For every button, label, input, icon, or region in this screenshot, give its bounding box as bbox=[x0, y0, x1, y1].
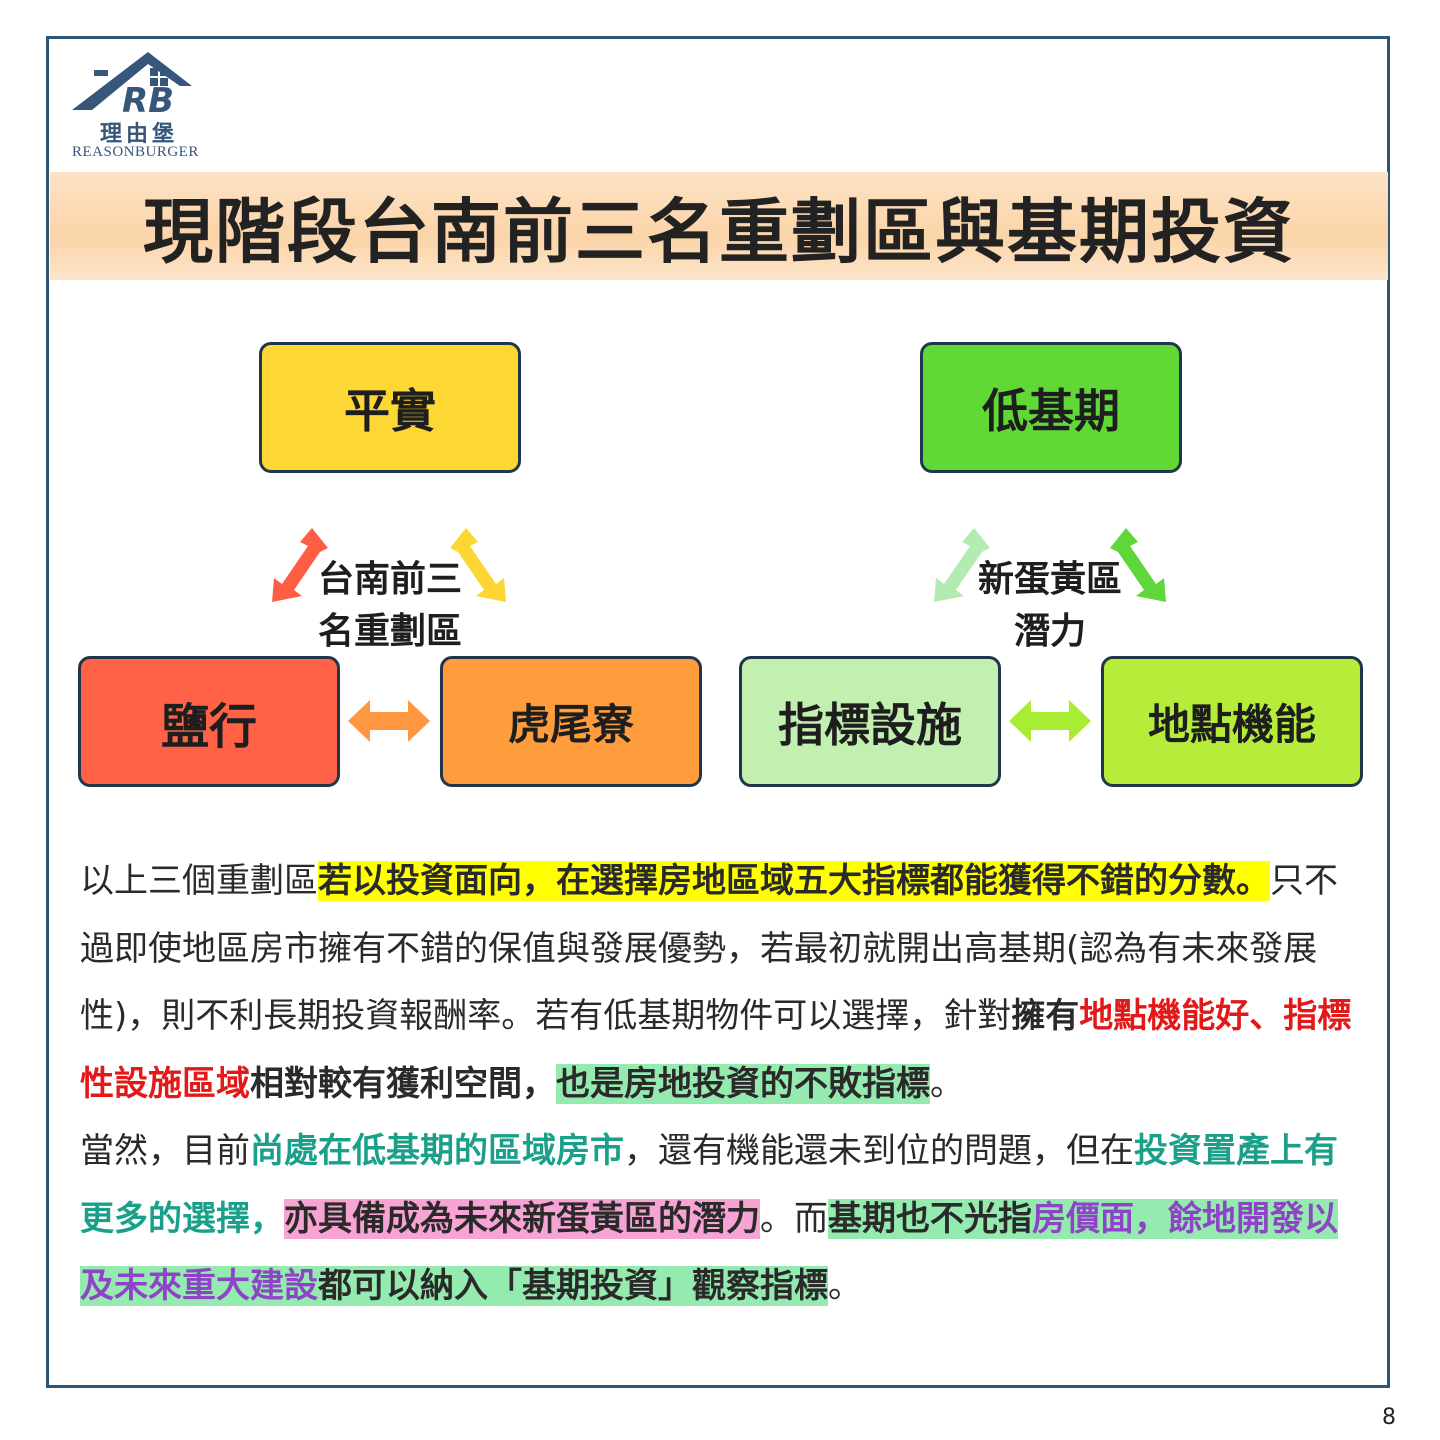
p1-end: 。 bbox=[930, 1063, 964, 1104]
p1-bold: 擁有 bbox=[1011, 996, 1080, 1036]
logo-letters: RB bbox=[122, 81, 174, 120]
arrow-orange-double-icon bbox=[348, 700, 430, 742]
p2-highlight-green-2: 都可以納入「基期投資」觀察指標 bbox=[318, 1266, 828, 1306]
hub-label-right: 新蛋黃區 潛力 bbox=[930, 554, 1170, 658]
hub-left-line2: 名重劃區 bbox=[317, 611, 462, 652]
node-facility: 指標設施 bbox=[739, 656, 1001, 787]
p2-end: 。 bbox=[828, 1266, 862, 1306]
arrow-green-double-icon bbox=[1110, 528, 1166, 602]
arrow-lime-double-icon bbox=[1009, 700, 1091, 742]
p1-highlight-yellow: 若以投資面向，在選擇房地區域五大指標都能獲得不錯的分數。 bbox=[318, 861, 1270, 901]
brand-name-en: REASONBURGER bbox=[72, 144, 199, 160]
arrow-lightgreen-double-icon bbox=[934, 528, 990, 602]
p2-intro: 當然，目前 bbox=[80, 1131, 250, 1171]
p2-body: ，還有機能還未到位的問題，但在 bbox=[624, 1131, 1134, 1171]
hub-left-line1: 台南前三 bbox=[317, 559, 462, 600]
node-location: 地點機能 bbox=[1101, 656, 1363, 787]
node-pingshi: 平實 bbox=[259, 342, 521, 473]
page-title: 現階段台南前三名重劃區與基期投資 bbox=[143, 190, 1295, 273]
node-huweiliao: 虎尾寮 bbox=[440, 656, 702, 787]
hub-right-line1: 新蛋黃區 bbox=[977, 559, 1122, 600]
hub-label-left: 台南前三 名重劃區 bbox=[270, 554, 510, 658]
arrow-red-double-icon bbox=[272, 528, 328, 602]
page-frame bbox=[46, 36, 1390, 1388]
hub-right-line2: 潛力 bbox=[1013, 611, 1086, 652]
p1-red: 地點機能好、指標性設施區域 bbox=[80, 996, 1352, 1104]
brand-name-cn: 理由堡 bbox=[100, 121, 179, 147]
body-paragraphs: 以上三個重劃區若以投資面向，在選擇房地區域五大指標都能獲得不錯的分數。只不過即使… bbox=[80, 848, 1370, 1321]
node-low-base: 低基期 bbox=[920, 342, 1182, 473]
p1-body: 只不過即使地區房市擁有不錯的保值與發展優勢，若最初就開出高基期(認為有未來發展性… bbox=[80, 861, 1338, 1036]
paragraph-2: 當然，目前尚處在低基期的區域房市，還有機能還未到位的問題，但在投資置產上有更多的… bbox=[80, 1118, 1370, 1321]
p2-highlight-pink: 亦具備成為未來新蛋黃區的潛力 bbox=[284, 1198, 760, 1239]
p1-bold-2: 相對較有獲利空間， bbox=[250, 1063, 556, 1104]
p1-intro: 以上三個重劃區 bbox=[80, 861, 318, 901]
p2-highlight-green: 基期也不光指 bbox=[828, 1198, 1032, 1239]
house-logo-icon: RB bbox=[72, 52, 192, 120]
p2-teal: 尚處在低基期的區域房市 bbox=[250, 1131, 624, 1171]
p2-mid: 。而 bbox=[760, 1198, 828, 1239]
brand-logo: RB 理由堡 REASONBURGER bbox=[70, 50, 220, 160]
page-number: 8 bbox=[1382, 1405, 1396, 1430]
arrow-yellow-double-icon bbox=[450, 528, 506, 602]
p1-highlight-green: 也是房地投資的不敗指標 bbox=[556, 1063, 930, 1104]
node-yanhang: 鹽行 bbox=[78, 656, 340, 787]
p2-teal-2: 投資置產上有更多的選擇， bbox=[80, 1131, 1338, 1239]
title-banner: 現階段台南前三名重劃區與基期投資 bbox=[50, 172, 1388, 280]
paragraph-1: 以上三個重劃區若以投資面向，在選擇房地區域五大指標都能獲得不錯的分數。只不過即使… bbox=[80, 848, 1370, 1118]
